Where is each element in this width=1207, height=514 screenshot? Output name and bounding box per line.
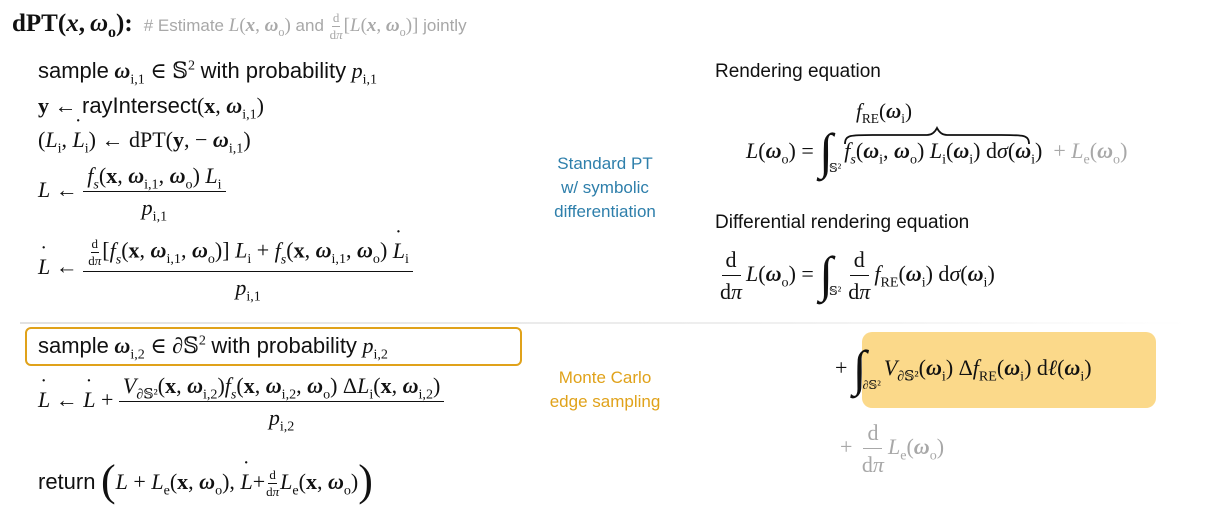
- header-function: dPT(: [12, 10, 67, 37]
- comment-suffix: jointly: [423, 16, 467, 35]
- line-derivative-estimate: L ← ddπ[fs(x, ωi,1, ωo)] Li + fs(x, ωi,1…: [38, 236, 413, 303]
- line-ray-intersect: y ← rayIntersect(x, ωi,1): [38, 93, 264, 123]
- label-standard-pt-line3: differentiation: [554, 202, 656, 221]
- assign-arrow: ←: [54, 93, 77, 118]
- label-monte-carlo-line2: edge sampling: [549, 392, 661, 411]
- radiance-fraction: fs(x, ωi,1, ωo) Li pi,1: [83, 163, 226, 223]
- label-monte-carlo-line1: Monte Carlo: [558, 368, 652, 387]
- boundary-term: + ∫∂𝕊²V∂𝕊²(ωi) ΔfRE(ωi) dℓ(ωi): [835, 340, 1092, 396]
- edge-sampling-highlight-box: [25, 327, 522, 366]
- overbrace: [844, 126, 1030, 145]
- comment-prefix: # Estimate: [143, 16, 224, 35]
- heading-rendering-equation: Rendering equation: [715, 61, 881, 82]
- label-standard-pt-line1: Standard PT: [557, 154, 653, 173]
- line-sample-edge: sample ωi,2 ∈ ∂𝕊2 with probability pi,2: [38, 332, 388, 363]
- kw-ray-intersect: rayIntersect: [82, 93, 197, 118]
- kw-with-probability: with probability: [200, 58, 347, 83]
- rendering-equation: L(ωo) = ∫𝕊²fs(ωi, ωo) Li(ωi) dσ(ωi) + Le…: [746, 123, 1128, 179]
- line-radiance-estimate: L ← fs(x, ωi,1, ωo) Li pi,1: [38, 163, 226, 223]
- label-standard-pt: Standard PT w/ symbolic differentiation: [540, 152, 670, 224]
- boundary-term-highlight: [862, 332, 1156, 408]
- fre-label: fRE(ωi): [856, 99, 912, 127]
- kw-sample: sample: [38, 58, 109, 83]
- section-divider: [20, 322, 1190, 324]
- heading-differential-rendering-equation: Differential rendering equation: [715, 212, 970, 233]
- label-monte-carlo: Monte Carlo edge sampling: [540, 366, 670, 414]
- line-sample-direction: sample ωi,1 ∈ 𝕊2 with probability pi,1: [38, 57, 378, 88]
- kw-with-probability-edge: with probability: [211, 333, 357, 358]
- label-standard-pt-line2: w/ symbolic: [561, 178, 649, 197]
- edge-fraction: V∂𝕊²(x, ωi,2)fs(x, ωi,2, ωo) ΔLi(x, ωi,2…: [118, 373, 445, 433]
- comment-and: and: [295, 16, 324, 35]
- line-recursive-call: (Li, Li) ← dPT(y, − ωi,1): [38, 127, 251, 155]
- kw-sample-edge: sample: [38, 333, 109, 358]
- line-edge-derivative: L ← L + V∂𝕊²(x, ωi,2)fs(x, ωi,2, ωo) ΔLi…: [38, 373, 445, 433]
- kw-return: return: [38, 469, 96, 494]
